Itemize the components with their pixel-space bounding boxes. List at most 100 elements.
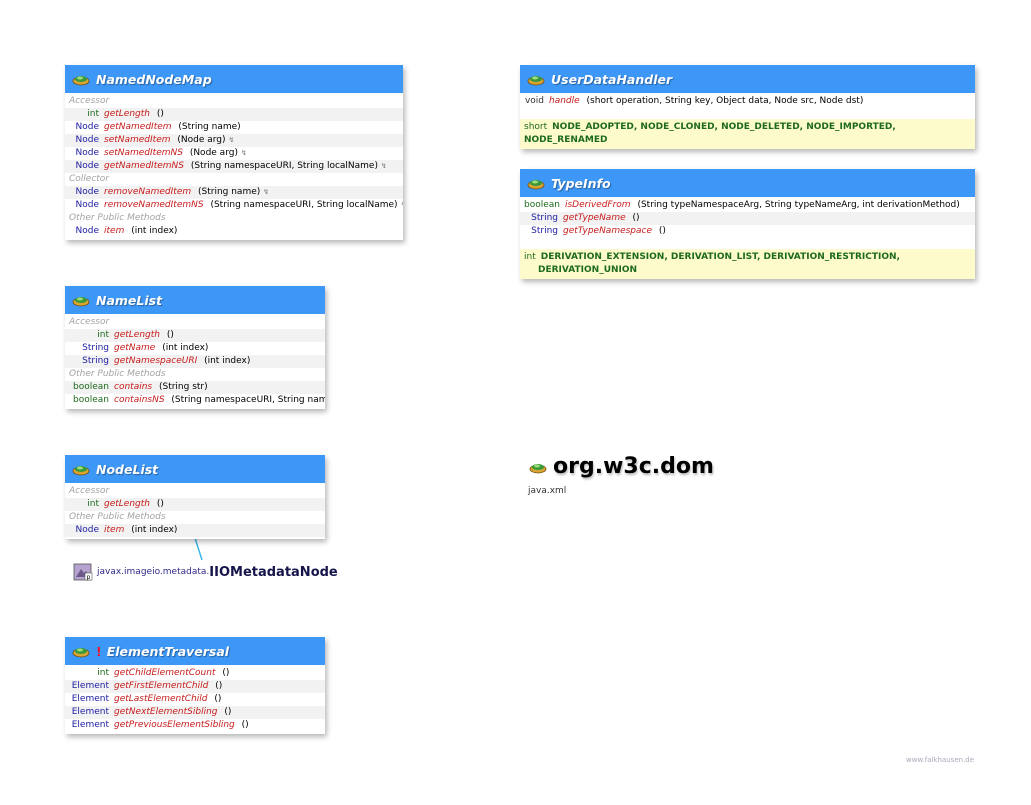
related-package: javax.imageio.metadata. [97, 567, 210, 577]
method-name[interactable]: item [104, 525, 125, 535]
category-label: Other Public Methods [65, 511, 325, 524]
category-label: Accessor [65, 316, 325, 329]
method-name[interactable]: getLength [104, 109, 150, 119]
class-header[interactable]: ! ElementTraversal [65, 637, 325, 665]
method-params: () [212, 681, 223, 691]
method-params: (String name) [195, 187, 261, 197]
method-name[interactable]: setNamedItemNS [104, 148, 183, 158]
method-params: () [153, 499, 164, 509]
class-name: ElementTraversal [106, 643, 230, 659]
method-name[interactable]: getNextElementSibling [114, 707, 218, 717]
method-name[interactable]: getLength [114, 330, 160, 340]
method-name[interactable]: getChildElementCount [114, 668, 216, 678]
method-name[interactable]: getTypeNamespace [563, 226, 653, 236]
return-type: boolean [73, 395, 109, 405]
method-name[interactable]: item [104, 226, 125, 236]
footer-credit: www.falkhausen.de [906, 756, 975, 764]
class-header[interactable]: UserDataHandler [520, 65, 975, 93]
related-class-name: IIOMetadataNode [209, 564, 338, 580]
class-box-elementtraversal: ! ElementTraversal int getChildElementCou… [65, 637, 325, 734]
return-type: String [531, 213, 558, 223]
return-type: String [82, 343, 109, 353]
category-label: Accessor [65, 485, 325, 498]
method-params: (int index) [201, 356, 251, 366]
method-name[interactable]: removeNamedItem [104, 187, 192, 197]
category-label: Accessor [65, 95, 403, 108]
method-params: () [656, 226, 666, 236]
return-type: Node [75, 135, 100, 145]
method-params: (String typeNamespaceArg, String typeNam… [634, 200, 960, 210]
return-type: int [97, 668, 109, 678]
member-list: boolean isDerivedFrom (String typeNamespa… [520, 197, 975, 238]
category-label: Collector [65, 173, 403, 186]
package-icon [529, 464, 547, 474]
constant-names: NODE_ADOPTED, NODE_CLONED, NODE_DELETED,… [524, 122, 896, 145]
return-type: Node [75, 161, 100, 171]
return-type: Node [75, 187, 100, 197]
class-header[interactable]: NodeList [65, 455, 325, 483]
return-type: Node [75, 226, 100, 236]
method-name[interactable]: getNamespaceURI [114, 356, 198, 366]
method-name[interactable]: handle [549, 96, 580, 106]
return-type: Element [71, 681, 109, 691]
method-params: (int index) [159, 343, 209, 353]
class-header[interactable]: NamedNodeMap [65, 65, 403, 93]
method-name[interactable]: getPreviousElementSibling [114, 720, 235, 730]
interface-icon [72, 648, 90, 658]
class-header[interactable]: NameList [65, 286, 325, 314]
return-type: Node [75, 148, 100, 158]
return-type: Element [71, 694, 109, 704]
category-label: Other Public Methods [65, 368, 325, 381]
method-name[interactable]: removeNamedItemNS [104, 200, 204, 210]
throws-icon: ↯ [380, 162, 387, 170]
throws-icon: ↯ [401, 201, 403, 209]
class-header[interactable]: TypeInfo [520, 169, 975, 197]
return-type: Node [75, 525, 100, 535]
method-name[interactable]: getNamedItem [104, 122, 172, 132]
method-name[interactable]: contains [114, 382, 153, 392]
method-name[interactable]: getTypeName [563, 213, 626, 223]
class-name: UserDataHandler [551, 71, 673, 87]
method-params: (short operation, String key, Object dat… [583, 96, 864, 106]
method-name[interactable]: getLength [104, 499, 150, 509]
member-row: Element getFirstElementChild () [65, 680, 325, 693]
method-params: (int index) [128, 525, 178, 535]
method-name[interactable]: setNamedItem [104, 135, 171, 145]
return-type: Element [71, 720, 109, 730]
method-name[interactable]: isDerivedFrom [564, 200, 631, 210]
interface-icon [72, 297, 90, 307]
method-params: () [153, 109, 164, 119]
class-box-userdatahandler: UserDataHandler void handle (short operat… [520, 65, 975, 149]
method-name[interactable]: getFirstElementChild [114, 681, 209, 691]
svg-text:p: p [87, 574, 91, 581]
method-params: (String namespaceURI, String localName) [207, 200, 398, 210]
return-type: void [524, 96, 544, 106]
method-params: () [219, 668, 230, 678]
method-params: () [238, 720, 249, 730]
member-row: Node item (int index) [65, 524, 325, 537]
class-name: TypeInfo [551, 175, 611, 191]
package-name: org.w3c.dom [553, 454, 714, 479]
constant-names: DERIVATION_EXTENSION, DERIVATION_LIST, D… [540, 252, 900, 262]
return-type: Node [75, 122, 100, 132]
method-name[interactable]: getLastElementChild [114, 694, 208, 704]
method-name[interactable]: containsNS [114, 395, 165, 405]
method-name[interactable]: getName [114, 343, 156, 353]
method-name[interactable]: getNamedItemNS [104, 161, 184, 171]
throws-icon: ↯ [228, 136, 235, 144]
category-label: Other Public Methods [65, 212, 403, 225]
interface-icon [527, 180, 545, 190]
return-type: String [531, 226, 558, 236]
return-type: boolean [524, 200, 560, 210]
class-image-icon: p [73, 563, 93, 581]
related-class-iiometadatanode[interactable]: p javax.imageio.metadata.IIOMetadataNode [73, 563, 338, 581]
